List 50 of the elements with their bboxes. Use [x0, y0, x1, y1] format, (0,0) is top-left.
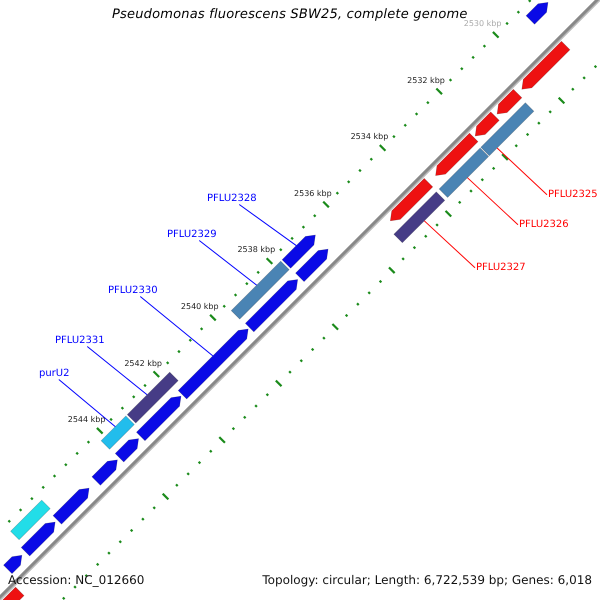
gene-label: PFLU2326 — [519, 219, 569, 230]
gene-feature — [52, 488, 90, 525]
leader-line — [496, 147, 548, 196]
leader-line — [238, 204, 297, 246]
gene-block — [126, 372, 179, 424]
scale-label: 2540 kbp — [180, 302, 219, 312]
accession-text: Accession: NC_012660 — [8, 574, 144, 588]
scale-label: 2544 kbp — [68, 415, 106, 424]
leader-line — [140, 296, 214, 356]
gene-block — [393, 191, 446, 244]
genome-summary-text: Topology: circular; Length: 6,722,539 bp; Genes: 6,018 — [262, 574, 592, 588]
scale-label: 2536 kbp — [294, 188, 332, 198]
leader-line — [424, 220, 476, 268]
gene-feature — [136, 396, 182, 442]
gene-block — [438, 148, 490, 198]
gene-feature — [92, 459, 118, 486]
scale-label: 2534 kbp — [350, 132, 388, 142]
gene-label: PFLU2330 — [108, 285, 158, 296]
leader-line — [58, 379, 116, 428]
gene-label: PFLU2328 — [207, 193, 257, 204]
gene-feature — [0, 586, 24, 600]
gene-feature — [295, 248, 328, 282]
gene-feature — [114, 438, 139, 462]
gene-feature — [3, 554, 22, 574]
gene-label: PFLU2327 — [476, 262, 526, 274]
gene-block — [10, 500, 51, 540]
gene-label: PFLU2331 — [55, 335, 105, 346]
gene-feature — [435, 132, 478, 176]
gene-label: purU2 — [39, 368, 70, 380]
scale-label: 2538 kbp — [237, 245, 276, 255]
gene-feature — [526, 2, 548, 25]
gene-label: PFLU2325 — [548, 189, 598, 200]
gene-block — [230, 260, 290, 320]
gene-feature — [496, 88, 522, 114]
leader-line — [466, 177, 518, 226]
gene-feature — [390, 178, 434, 222]
gene-feature — [474, 112, 500, 136]
scale-label: 2532 kbp — [407, 76, 445, 85]
title: Pseudomonas fluorescens SBW25, complete genome — [112, 8, 468, 22]
gene-feature — [20, 522, 56, 556]
gene-label: PFLU2329 — [167, 229, 217, 240]
leader-line — [86, 346, 148, 396]
scale-label: 2530 kbp — [464, 19, 502, 28]
gene-block — [480, 102, 534, 156]
leader-line — [198, 240, 258, 286]
scale-label: 2542 kbp — [124, 358, 162, 368]
gene-feature — [522, 40, 570, 90]
gene-feature — [282, 234, 316, 269]
gene-feature — [244, 279, 298, 332]
gene-feature — [178, 328, 249, 400]
